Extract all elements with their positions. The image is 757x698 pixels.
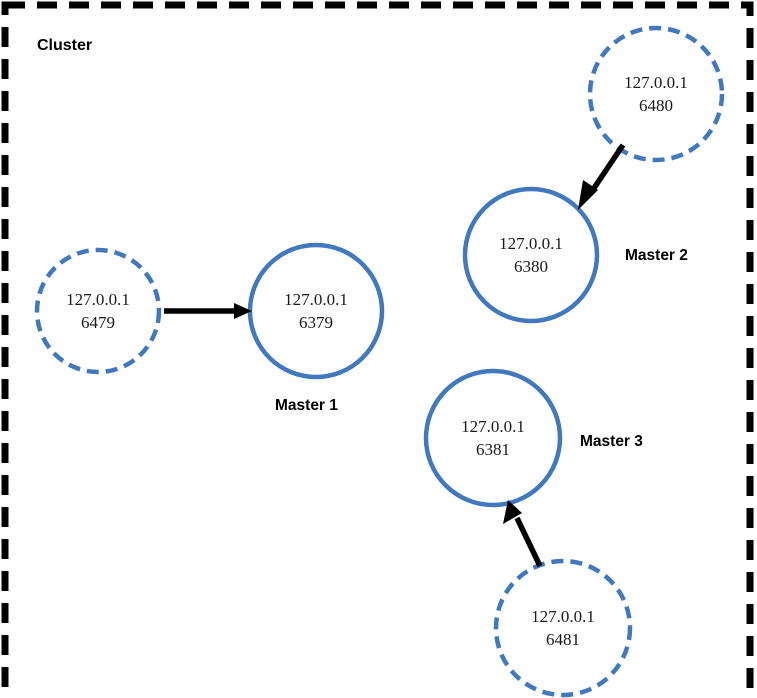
node-6481-circle[interactable]: [493, 558, 633, 698]
arrow-6480-to-6380-head: [578, 180, 598, 210]
node-6479-host: 127.0.0.1: [66, 290, 130, 309]
node-6481[interactable]: 127.0.0.1 6481: [493, 558, 633, 698]
node-6380[interactable]: 127.0.0.1 6380: [462, 186, 600, 324]
arrows-layer: [164, 143, 626, 568]
arrow-6480-to-6380-shaft: [587, 143, 626, 196]
node-6380-circle[interactable]: [462, 186, 600, 324]
node-6479-port: 6479: [81, 313, 115, 332]
arrow-6481-to-6381: [503, 500, 543, 568]
node-6480[interactable]: 127.0.0.1 6480: [587, 25, 725, 163]
master-1-label: Master 1: [275, 397, 338, 414]
nodes-layer: 127.0.0.1 6479 127.0.0.1 6379 127.0.0.1 …: [34, 25, 725, 698]
arrow-6481-to-6381-head: [503, 500, 522, 524]
master-labels-layer: Master 1 Master 2 Master 3: [275, 247, 688, 450]
arrow-6479-to-6379: [164, 303, 252, 319]
node-6480-circle[interactable]: [587, 25, 725, 163]
node-6381-circle[interactable]: [423, 368, 563, 508]
node-6481-host: 127.0.0.1: [531, 607, 595, 626]
node-6479-circle[interactable]: [34, 247, 162, 375]
node-6381-port: 6381: [476, 440, 510, 459]
node-6379-port: 6379: [299, 313, 333, 332]
arrow-6479-to-6379-head: [234, 303, 252, 319]
node-6481-port: 6481: [546, 630, 580, 649]
node-6379-host: 127.0.0.1: [284, 290, 348, 309]
arrow-6481-to-6381-shaft: [514, 516, 543, 568]
master-2-label: Master 2: [625, 247, 688, 264]
node-6380-port: 6380: [514, 257, 548, 276]
node-6381-host: 127.0.0.1: [461, 417, 525, 436]
node-6380-host: 127.0.0.1: [499, 234, 563, 253]
node-6379[interactable]: 127.0.0.1 6379: [247, 242, 385, 380]
arrow-6480-to-6380: [578, 143, 626, 210]
node-6379-circle[interactable]: [247, 242, 385, 380]
node-6479[interactable]: 127.0.0.1 6479: [34, 247, 162, 375]
node-6480-host: 127.0.0.1: [624, 73, 688, 92]
cluster-title: Cluster: [37, 37, 92, 54]
node-6480-port: 6480: [639, 96, 673, 115]
node-6381[interactable]: 127.0.0.1 6381: [423, 368, 563, 508]
master-3-label: Master 3: [580, 433, 643, 450]
